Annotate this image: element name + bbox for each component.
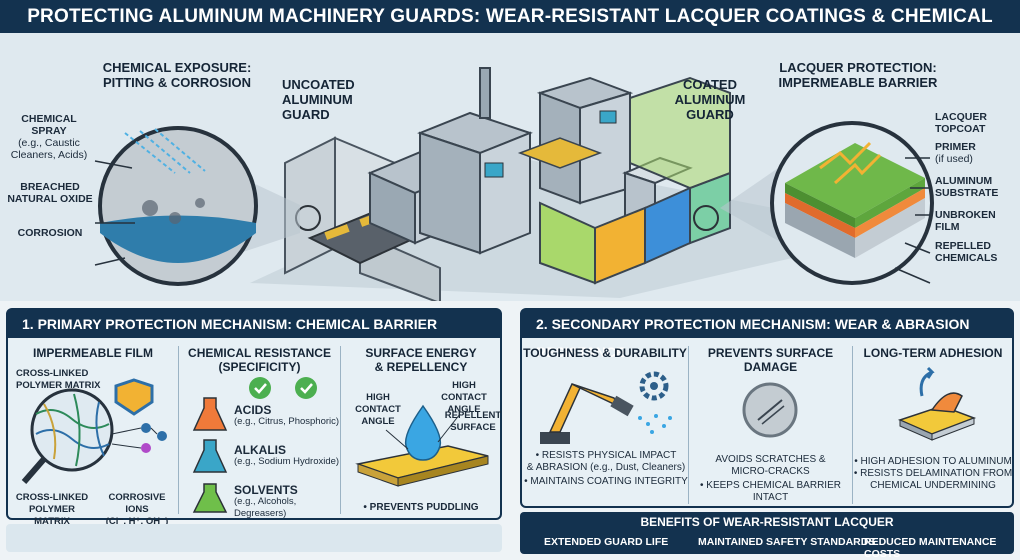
benefit-item: REDUCED MAINTENANCE COSTS: [864, 536, 997, 560]
benefit-item: MAINTAINED SAFETY STANDARDS: [698, 536, 876, 548]
polymer-matrix-magnifier: [21, 378, 167, 484]
flask-icon: [192, 397, 228, 431]
solvents-item: SOLVENTS (e.g., Alcohols, Degreasers): [234, 483, 298, 519]
toughness-bullets: • RESISTS PHYSICAL IMPACT & ABRASION (e.…: [524, 450, 688, 487]
gear-icon: [639, 371, 669, 401]
prevents-puddling: • PREVENTS PUDDLING: [363, 502, 479, 513]
adhesion-title: LONG-TERM ADHESION: [863, 346, 1003, 360]
primary-mechanism-panel: 1. PRIMARY PROTECTION MECHANISM: CHEMICA…: [6, 308, 502, 527]
surface-energy-title: SURFACE ENERGY& REPELLENCY: [365, 346, 477, 374]
arrow-icon: [919, 366, 935, 397]
chemical-exposure-title: CHEMICAL EXPOSURE:PITTING & CORROSION: [102, 60, 252, 90]
secondary-mechanism-heading: 2. SECONDARY PROTECTION MECHANISM: WEAR …: [522, 310, 1012, 360]
peeling-layer-icon: [897, 366, 977, 441]
shield-icon: [114, 378, 154, 416]
scratch-disc-icon: [742, 382, 798, 438]
chemical-resistance-title: CHEMICAL RESISTANCE(SPECIFICITY): [188, 346, 331, 374]
primary-mechanism-heading: 1. PRIMARY PROTECTION MECHANISM: CHEMICA…: [8, 310, 500, 338]
water-droplet-diagram: [355, 404, 489, 487]
benefits-banner: BENEFITS OF WEAR-RESISTANT LACQUER EXTEN…: [520, 512, 1014, 560]
benefits-heading: BENEFITS OF WEAR-RESISTANT LACQUER: [640, 515, 894, 529]
flask-icon: [192, 483, 228, 513]
impermeable-film-title: IMPERMEABLE FILM: [33, 346, 153, 360]
adhesion-bullets: • HIGH ADHESION TO ALUMINUM • RESISTS DE…: [853, 456, 1013, 491]
benefit-item: EXTENDED GUARD LIFE: [544, 536, 669, 548]
water-drop-icon: [404, 404, 442, 461]
prevents-damage-bullets: AVOIDS SCRATCHES & MICRO-CRACKS • KEEPS …: [700, 454, 841, 503]
corrosion-label: CORROSION: [17, 227, 83, 239]
corrosive-ions-label: CORROSIVE IONS(Cl⁻, H⁺, OH⁻): [105, 492, 169, 527]
toughness-title: TOUGHNESS & DURABILITY: [523, 346, 687, 360]
acids-item: ACIDS (e.g., Citrus, Phosphoric): [234, 403, 340, 427]
page-title: PROTECTING ALUMINUM MACHINERY GUARDS: WE…: [0, 0, 1020, 60]
flask-icon: [192, 439, 228, 473]
flask-icons: [192, 397, 228, 513]
layer-primer-label: PRIMER(if used): [935, 141, 976, 165]
robot-arm-illustration: [540, 371, 672, 444]
check-icon: [295, 377, 317, 399]
lacquer-protection-title: LACQUER PROTECTION:IMPERMEABLE BARRIER: [778, 60, 938, 90]
footer-strip: [6, 524, 502, 552]
factory-illustration: [94, 67, 934, 301]
alkalis-item: ALKALIS (e.g., Sodium Hydroxide): [234, 443, 340, 467]
illustration-area: CHEMICAL EXPOSURE:PITTING & CORROSION CH…: [0, 33, 1020, 301]
secondary-mechanism-panel: 2. SECONDARY PROTECTION MECHANISM: WEAR …: [520, 308, 1014, 508]
check-icons: [249, 377, 317, 399]
check-icon: [249, 377, 271, 399]
chemical-spray-label: CHEMICAL SPRAY (e.g., Caustic Cleaners, …: [10, 113, 88, 161]
